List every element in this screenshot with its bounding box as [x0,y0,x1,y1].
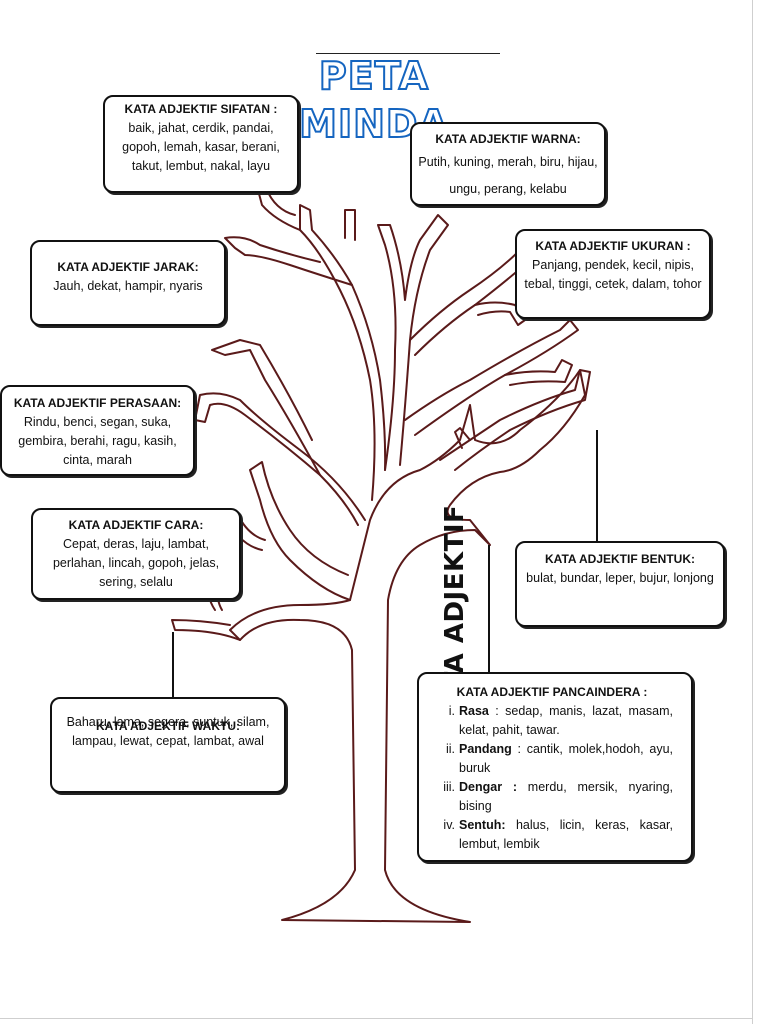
page-bottom-border [0,1018,752,1019]
twig-left-lower [171,619,241,641]
box-kata-adjektif-bentuk: KATA ADJEKTIF BENTUK: bulat, bundar, lep… [515,541,725,627]
box-body: Jauh, dekat, hampir, nyaris [53,279,203,293]
connector-bentuk [596,430,598,542]
branch-left-lower [249,461,351,601]
list-item-text: : cantik, molek,hodoh, ayu, buruk [459,742,673,775]
list-item-text: merdu, mersik, nyaring, bising [459,780,673,813]
list-item-term: Rasa [459,704,489,718]
connector-waktu [172,632,174,698]
box-body: baik, jahat, cerdik, pandai, gopoh, lema… [122,121,280,173]
list-item: i. Rasa : sedap, manis, lazat, masam, kel… [431,702,673,740]
box-kata-adjektif-pancaindera: KATA ADJEKTIF PANCAINDERA : i. Rasa : sed… [417,672,693,862]
box-heading: KATA ADJEKTIF SIFATAN : [124,102,278,116]
box-heading: KATA ADJEKTIF UKURAN : [535,239,691,253]
twig-upper-right [474,301,526,326]
box-kata-adjektif-ukuran: KATA ADJEKTIF UKURAN : Panjang, pendek, … [515,229,711,319]
box-body: bulat, bundar, leper, bujur, lonjong [526,571,714,585]
list-item: iv. Sentuh: halus, licin, keras, kasar, l… [431,816,673,854]
box-body: Cepat, deras, laju, lambat, perlahan, li… [52,537,220,589]
list-item-number: iii. [443,780,455,794]
page-title: PETA MINDA [298,53,449,147]
twig-right-mid [504,359,573,386]
list-item-number: ii. [445,742,455,756]
title-underline [316,53,500,54]
twig-right-lower [454,427,471,449]
upper-trunk-right [377,214,449,471]
box-body: Baharu, lama, segera, suntuk, silam, lam… [66,715,270,748]
list-item-term: Sentuh: [459,818,506,832]
tree-base [229,369,586,923]
box-body: Putih, kuning, merah, biru, hijau, ungu,… [418,155,598,196]
branch-right-mid [404,319,579,436]
box-heading: KATA ADJEKTIF CARA: [68,518,204,532]
pancaindera-list: i. Rasa : sedap, manis, lazat, masam, kel… [431,702,673,854]
twig-upper-left [344,209,356,241]
box-kata-adjektif-sifatan: KATA ADJEKTIF SIFATAN : baik, jahat, cer… [103,95,299,193]
upper-trunk [299,204,387,501]
branch-right-lower [439,369,591,471]
twig-left-upper [211,339,321,476]
box-body: Panjang, pendek, kecil, nipis, tebal, ti… [524,258,702,291]
list-item-number: i. [448,704,455,718]
box-kata-adjektif-perasaan: KATA ADJEKTIF PERASAAN: Rindu, benci, se… [0,385,195,476]
box-kata-adjektif-warna: KATA ADJEKTIF WARNA: Putih, kuning, mera… [410,122,606,206]
box-heading: KATA ADJEKTIF BENTUK: [545,552,695,566]
list-item-term: Pandang [459,742,512,756]
box-heading: KATA ADJEKTIF PANCAINDERA : [456,685,648,699]
branch-left-mid [194,392,366,526]
box-heading: KATA ADJEKTIF JARAK: [57,260,199,274]
box-kata-adjektif-jarak: KATA ADJEKTIF JARAK: Jauh, dekat, hampir… [30,240,226,326]
list-item: ii. Pandang : cantik, molek,hodoh, ayu, b… [431,740,673,778]
box-heading: KATA ADJEKTIF WAKTU: [96,719,240,733]
page-right-border [752,0,753,1024]
box-body: Rindu, benci, segan, suka, gembira, bera… [18,415,177,467]
box-kata-adjektif-cara: KATA ADJEKTIF CARA: Cepat, deras, laju, … [31,508,241,600]
list-item-text: halus, licin, keras, kasar, lembut, lemb… [459,818,673,851]
list-item-text: : sedap, manis, lazat, masam, kelat, pah… [459,704,673,737]
list-item-number: iv. [443,818,455,832]
branch-upper-left-2 [257,187,301,231]
list-item: iii. Dengar : merdu, mersik, nyaring, bis… [431,778,673,816]
box-kata-adjektif-waktu: KATA ADJEKTIF WAKTU: Baharu, lama, seger… [50,697,286,793]
connector-pancaindera [488,545,490,673]
branch-upper-left [224,236,353,286]
box-heading: KATA ADJEKTIF PERASAAN: [13,396,182,410]
box-heading: KATA ADJEKTIF WARNA: [435,132,581,146]
list-item-term: Dengar : [459,780,518,794]
